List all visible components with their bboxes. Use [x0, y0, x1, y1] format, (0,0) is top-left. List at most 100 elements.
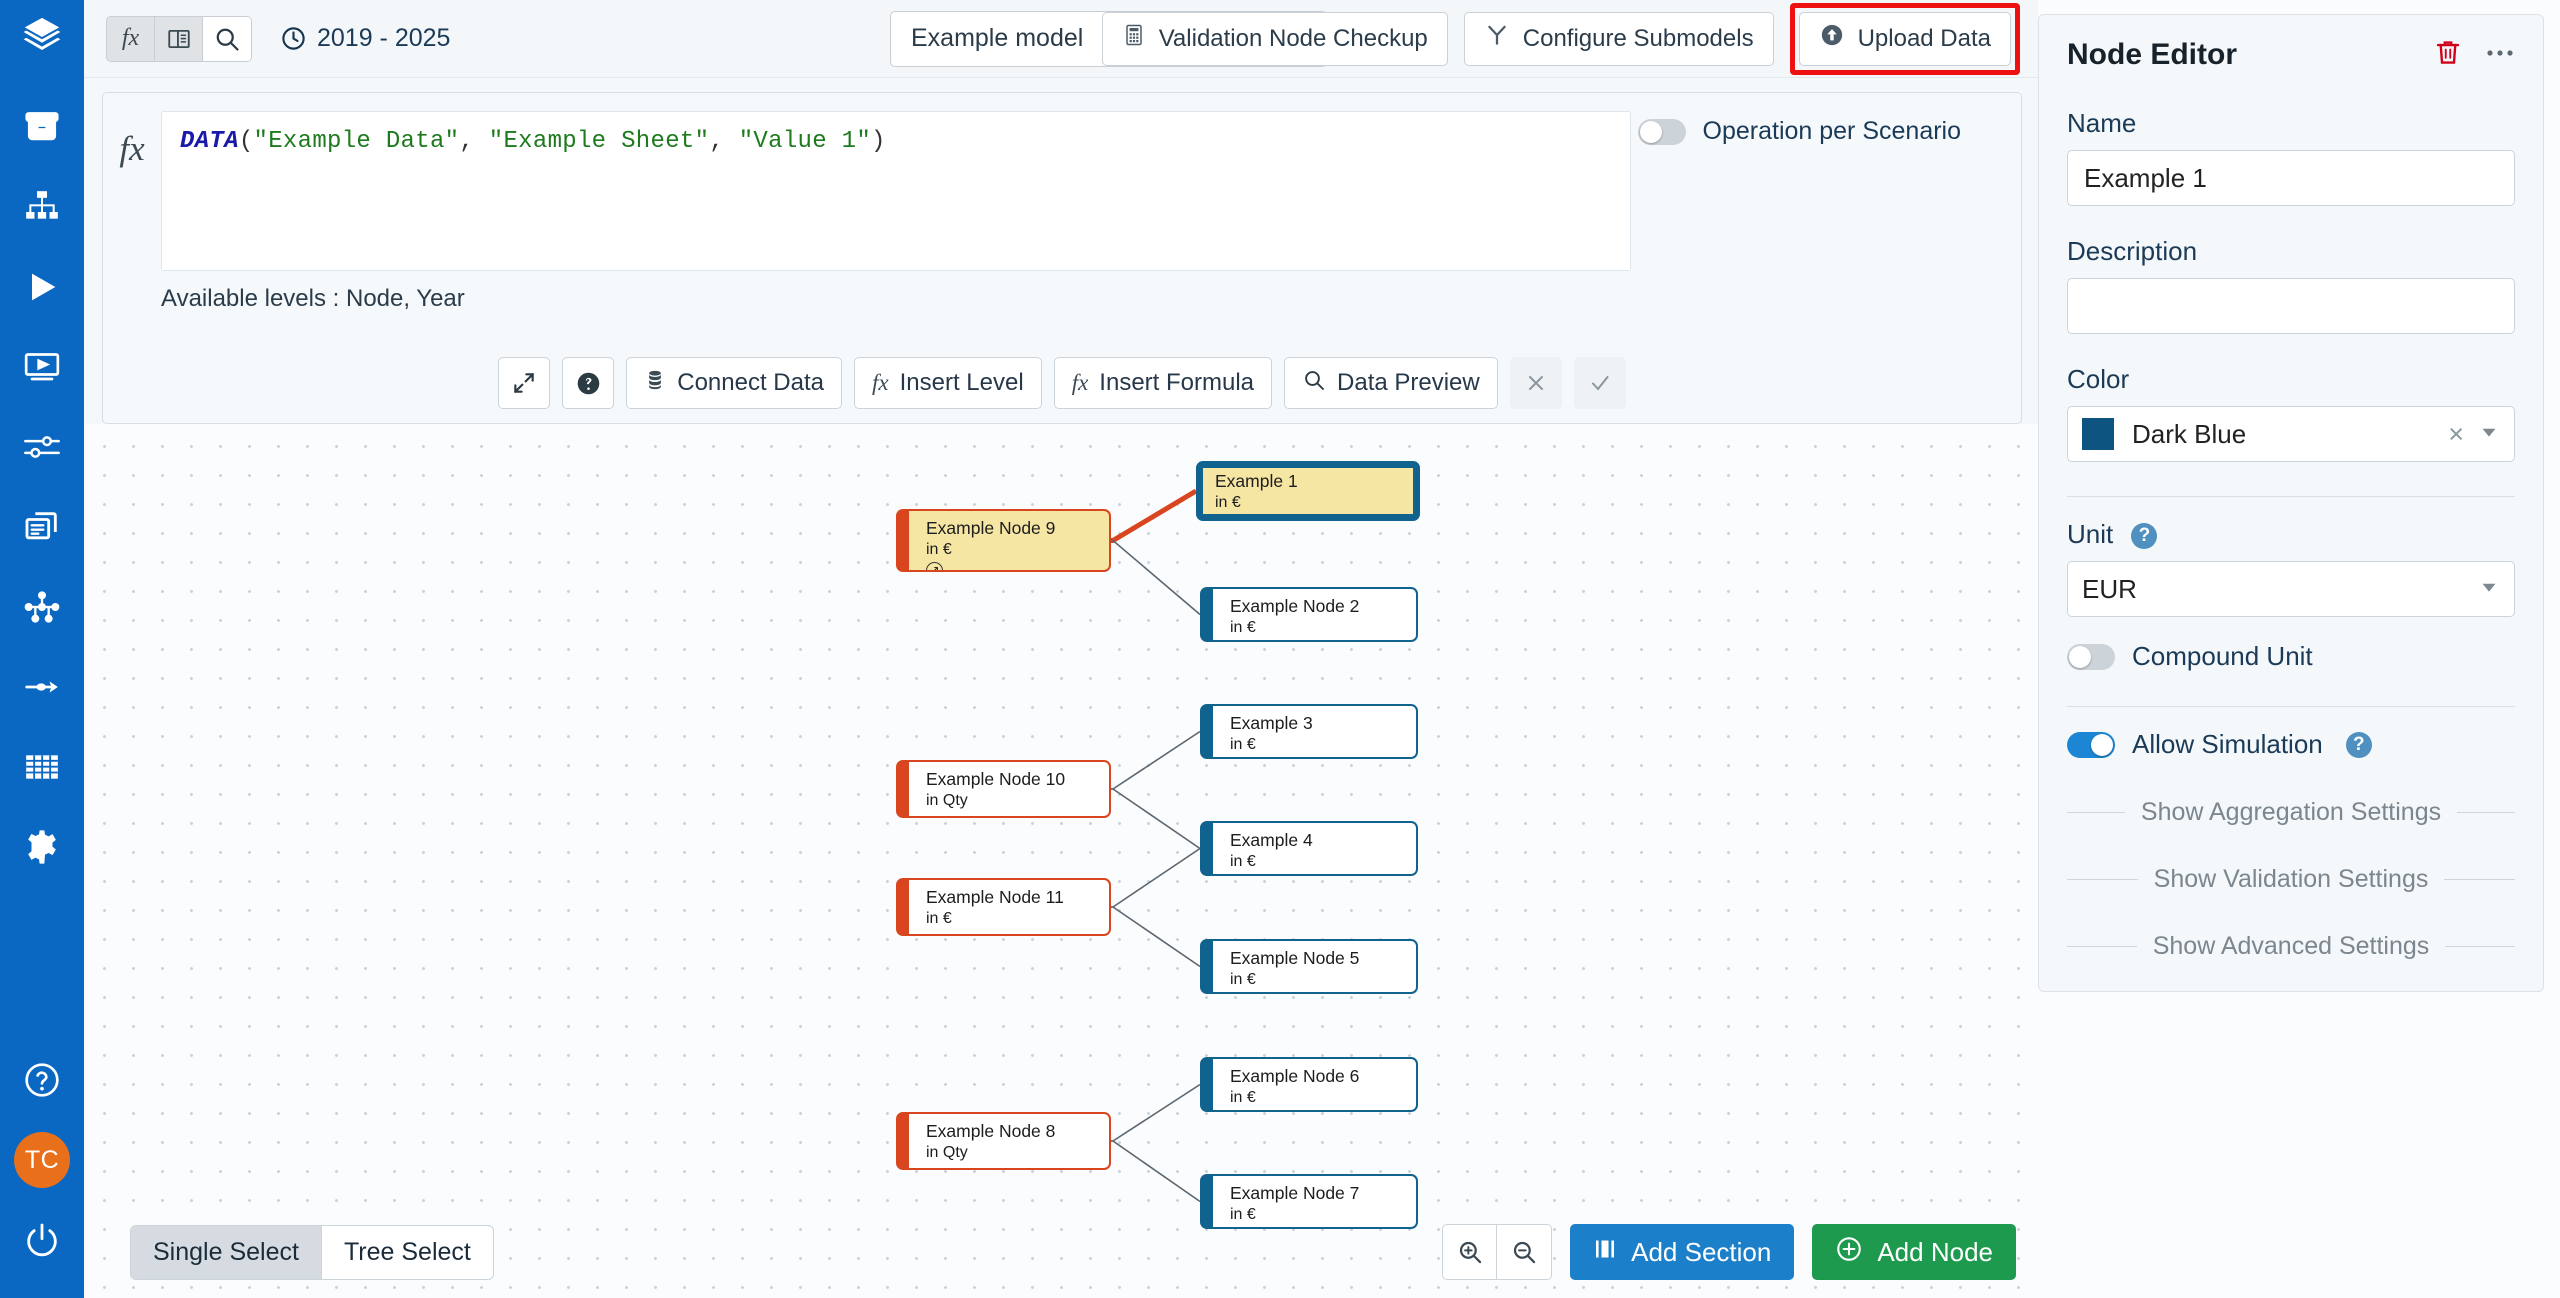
node-link-icon[interactable]: ↗	[926, 561, 943, 570]
allow-simulation-toggle[interactable]	[2067, 731, 2115, 758]
formula-action-buttons: Connect Data fx Insert Level fx Insert F…	[103, 357, 2021, 409]
node-unit: in €	[1230, 618, 1256, 636]
description-field[interactable]	[2067, 278, 2515, 334]
color-select[interactable]: Dark Blue ×	[2067, 406, 2515, 462]
period-indicator[interactable]: 2019 - 2025	[280, 24, 450, 53]
sidebar-item-table[interactable]	[0, 727, 84, 807]
help-circle-icon[interactable]: ?	[2131, 523, 2158, 550]
model-select-value: Example model	[911, 24, 1084, 52]
add-section-button[interactable]: Add Section	[1570, 1224, 1795, 1280]
show-advanced-settings-link[interactable]: Show Advanced Settings	[2067, 932, 2516, 961]
layers-logo-icon[interactable]	[19, 14, 65, 65]
canvas-edge[interactable]	[1111, 1083, 1201, 1142]
sidebar-item-flow[interactable]	[0, 647, 84, 727]
single-select-button[interactable]: Single Select	[131, 1225, 322, 1279]
formula-input[interactable]: DATA("Example Data", "Example Sheet", "V…	[161, 111, 1631, 271]
help-circle-icon[interactable]: ?	[2345, 731, 2372, 758]
canvas-edge[interactable]	[1111, 1140, 1201, 1203]
show-aggregation-settings-label: Show Aggregation Settings	[2140, 798, 2442, 826]
canvas-edge[interactable]	[1111, 730, 1201, 790]
show-aggregation-settings-link[interactable]: Show Aggregation Settings	[2067, 798, 2515, 827]
color-label: Color	[2067, 364, 2130, 394]
sidebar-item-configuration[interactable]	[0, 807, 84, 887]
validation-node-checkup-button[interactable]: Validation Node Checkup	[1101, 11, 1448, 66]
canvas-edge[interactable]	[1111, 906, 1201, 968]
node-unit: in €	[1230, 735, 1256, 753]
canvas-edge[interactable]	[1111, 539, 1201, 616]
formula-help-button[interactable]	[562, 357, 615, 409]
toggle-table-view[interactable]	[155, 16, 203, 61]
compound-unit-toggle[interactable]	[2067, 643, 2115, 670]
cancel-formula-button[interactable]	[1509, 357, 1562, 409]
question-circle-icon[interactable]	[0, 1040, 84, 1120]
sidebar-item-archive[interactable]	[0, 87, 84, 167]
node-unit: in €	[926, 909, 952, 927]
sidebar-item-settings-sliders[interactable]	[0, 407, 84, 487]
connect-data-button[interactable]: Connect Data	[626, 357, 842, 409]
formula-sep2: ,	[709, 128, 739, 155]
compound-unit-row: Compound Unit	[2067, 641, 2515, 672]
chevron-down-icon	[2478, 574, 2500, 605]
node-name: Example Node 5	[1230, 948, 1360, 968]
divider	[2067, 706, 2515, 707]
add-node-button[interactable]: Add Node	[1812, 1224, 2016, 1280]
canvas-edge[interactable]	[1111, 847, 1201, 908]
fx-icon: fx	[872, 370, 889, 395]
canvas-edge[interactable]	[1111, 788, 1201, 850]
fx-icon: fx	[119, 129, 145, 168]
node-unit: in €	[926, 540, 952, 558]
unit-value: EUR	[2082, 573, 2137, 604]
close-x-icon[interactable]: ×	[2448, 418, 2464, 449]
canvas-node[interactable]: Example Node 2 in €	[1200, 587, 1418, 642]
sidebar-item-presentation[interactable]	[0, 327, 84, 407]
power-icon[interactable]	[0, 1200, 84, 1280]
zoom-out-icon[interactable]	[1497, 1225, 1551, 1279]
sidebar-item-structure[interactable]	[0, 167, 84, 247]
confirm-formula-button[interactable]	[1573, 357, 1626, 409]
sidebar-item-reports[interactable]	[0, 487, 84, 567]
more-dots-icon[interactable]	[2485, 46, 2515, 64]
name-field[interactable]: Example 1	[2067, 150, 2515, 206]
zoom-in-icon[interactable]	[1443, 1225, 1498, 1279]
toggle-search[interactable]	[203, 16, 251, 61]
unit-select[interactable]: EUR	[2067, 561, 2515, 617]
divider	[2067, 496, 2515, 497]
upload-data-button[interactable]: Upload Data	[1798, 11, 2011, 66]
data-preview-button[interactable]: Data Preview	[1284, 357, 1498, 409]
show-validation-settings-link[interactable]: Show Validation Settings	[2067, 865, 2515, 894]
canvas-node[interactable]: Example Node 5 in €	[1200, 939, 1418, 994]
node-name: Example Node 10	[926, 769, 1066, 789]
node-unit: in €	[1230, 852, 1256, 870]
operation-per-scenario-toggle[interactable]	[1637, 118, 1686, 145]
insert-formula-button[interactable]: fx Insert Formula	[1053, 357, 1273, 409]
formula-arg2: "Example Sheet"	[488, 128, 710, 155]
avatar[interactable]: TC	[0, 1120, 84, 1200]
sidebar-item-run[interactable]	[0, 247, 84, 327]
trash-icon[interactable]	[2433, 37, 2463, 72]
node-name: Example Node 9	[926, 518, 1056, 538]
insert-level-button[interactable]: fx Insert Level	[854, 357, 1042, 409]
configure-submodels-label: Configure Submodels	[1522, 24, 1754, 52]
expand-editor-button[interactable]	[498, 357, 551, 409]
toggle-formula-view[interactable]: fx	[107, 16, 155, 61]
available-levels-text: Available levels : Node, Year	[161, 285, 465, 312]
sidebar-item-network[interactable]	[0, 567, 84, 647]
tree-select-button[interactable]: Tree Select	[343, 1237, 471, 1266]
canvas-edge[interactable]	[1111, 488, 1198, 543]
canvas-node[interactable]: Example Node 9 in € ↗	[896, 509, 1111, 572]
node-unit: in €	[1230, 970, 1256, 988]
configure-submodels-button[interactable]: Configure Submodels	[1463, 11, 1774, 66]
formula-arg1: "Example Data"	[253, 128, 460, 155]
insert-formula-label: Insert Formula	[1099, 369, 1255, 396]
node-name: Example Node 2	[1230, 596, 1360, 616]
